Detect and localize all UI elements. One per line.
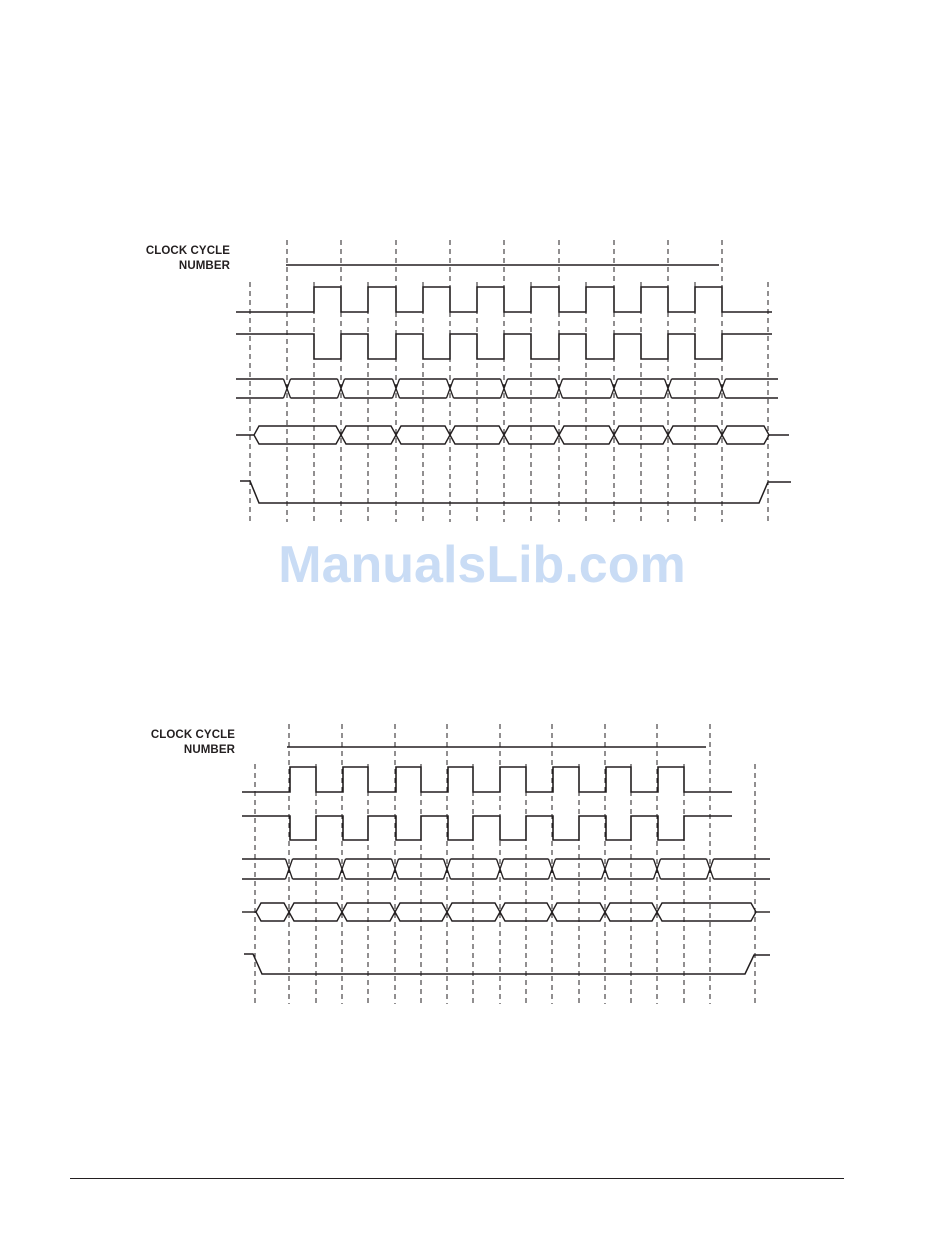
address-bus — [242, 859, 770, 879]
strobe-signal — [244, 954, 770, 974]
footer-rule — [70, 1178, 844, 1179]
data-bus-cell — [256, 903, 289, 921]
clock-signal — [242, 767, 732, 792]
data-bus-cell — [657, 903, 756, 921]
timing-diagram-2 — [0, 0, 950, 1040]
data-bus — [242, 903, 770, 921]
clock-signal-inverted — [242, 816, 732, 840]
